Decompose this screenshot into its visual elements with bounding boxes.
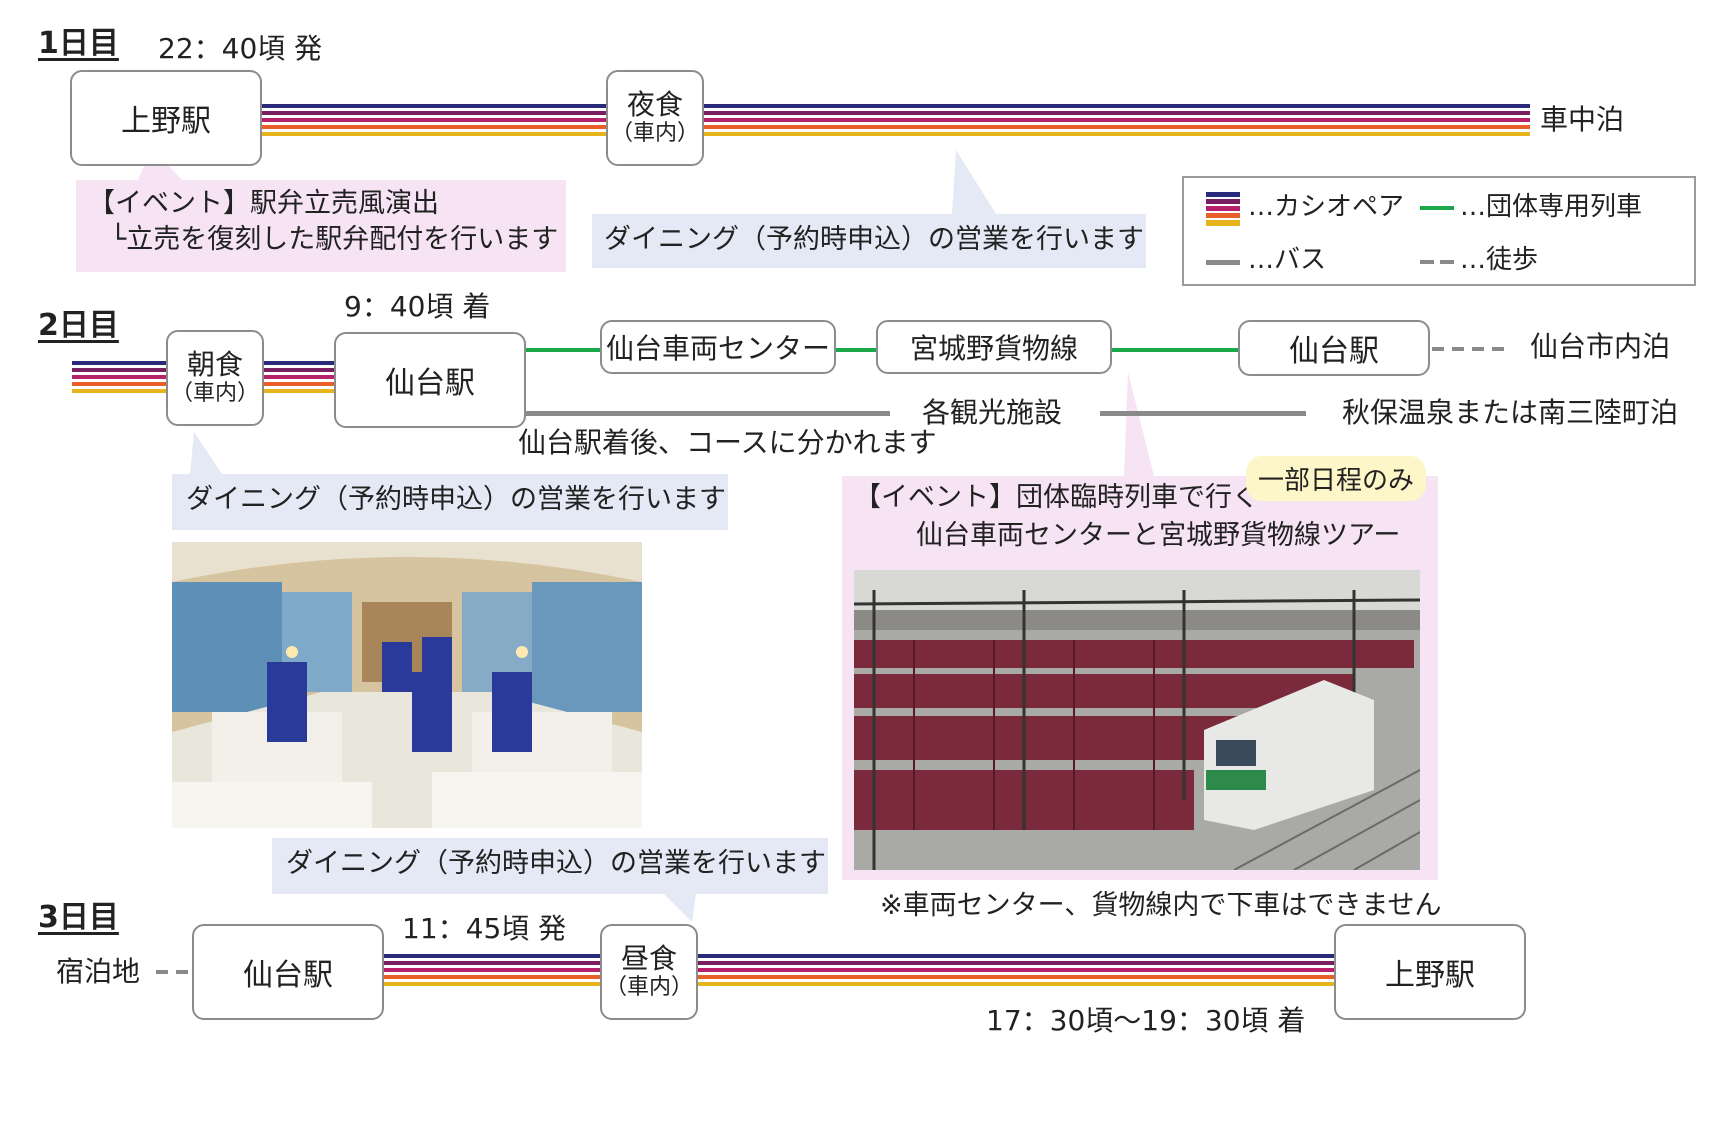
legend-walk-swatch — [1420, 260, 1456, 264]
meal-sub: （車内） — [170, 381, 259, 407]
sightseeing-label: 各観光施設 — [922, 396, 1063, 429]
freight-yard-illustration — [854, 570, 1420, 870]
no-alighting-notice: ※車両センター、貨物線内で下車はできません — [880, 890, 1442, 921]
dining-callout-day2: ダイニング（予約時申込）の営業を行います — [172, 474, 728, 530]
sendai-depot-box: 仙台車両センター — [600, 320, 836, 374]
some-dates-only-tag: 一部日程のみ — [1246, 456, 1427, 501]
meal-sub: （車内） — [610, 121, 699, 147]
day3-label: 3日目 — [38, 900, 119, 935]
event-line1: 【イベント】団体臨時列車で行く — [854, 482, 1259, 513]
walk-route-day2 — [1432, 347, 1506, 351]
legend-charter-swatch — [1420, 206, 1454, 210]
meal-sub: （車内） — [604, 975, 693, 1001]
day1-depart-time: 22：40頃 発 — [158, 32, 323, 65]
day2-arrive-time: 9：40頃 着 — [344, 290, 491, 323]
overnight-label: 車中泊 — [1540, 103, 1625, 136]
legend: …カシオペア …団体専用列車 …バス …徒歩 — [1182, 176, 1696, 286]
meal-box-breakfast: 朝食 （車内） — [166, 330, 264, 426]
event-callout-day1: 【イベント】駅弁立売風演出 └立売を復刻した駅弁配付を行います — [76, 180, 566, 272]
legend-cassiopeia-label: …カシオペア — [1248, 192, 1405, 222]
meal-title: 朝食 — [186, 348, 243, 382]
course-split-note: 仙台駅着後、コースに分かれます — [518, 426, 937, 459]
cassiopeia-route-day1 — [262, 104, 1530, 136]
station-ueno-day1: 上野駅 — [70, 70, 262, 166]
miyagino-freight-line-box: 宮城野貨物線 — [876, 320, 1112, 374]
legend-bus-swatch — [1206, 260, 1240, 265]
day3-arrive-time: 17：30頃～19：30頃 着 — [986, 1004, 1306, 1037]
meal-box-lunch: 昼食 （車内） — [600, 924, 698, 1020]
event-callout-tail — [1124, 372, 1154, 476]
meal-box-night-snack: 夜食 （車内） — [606, 70, 704, 166]
dining-car-illustration — [172, 542, 642, 828]
dining-car-photo — [172, 542, 642, 828]
stay-akiu-minamisanriku: 秋保温泉または南三陸町泊 — [1342, 396, 1679, 429]
dining-callout-day3: ダイニング（予約時申込）の営業を行います — [272, 838, 828, 894]
station-sendai-day3: 仙台駅 — [192, 924, 384, 1020]
walk-route-day3 — [156, 970, 190, 974]
station-sendai-day2-return: 仙台駅 — [1238, 320, 1430, 376]
event-line1: 【イベント】駅弁立売風演出 — [88, 188, 439, 219]
event-line2: 仙台車両センターと宮城野貨物線ツアー — [916, 520, 1401, 551]
station-ueno-day3: 上野駅 — [1334, 924, 1526, 1020]
day2-label: 2日目 — [38, 308, 119, 343]
legend-charter-label: …団体専用列車 — [1460, 192, 1643, 222]
legend-walk-label: …徒歩 — [1460, 245, 1539, 275]
event-line2: └立売を復刻した駅弁配付を行います — [110, 224, 559, 256]
legend-cassiopeia-swatch — [1206, 192, 1240, 226]
bus-route-2 — [1100, 411, 1306, 416]
day1-label: 1日目 — [38, 26, 119, 61]
station-sendai-day2: 仙台駅 — [334, 332, 526, 428]
origin-lodging: 宿泊地 — [56, 955, 141, 988]
day3-depart-time: 11：45頃 発 — [402, 912, 567, 945]
dining-callout-tail — [952, 150, 996, 214]
stay-sendai-city: 仙台市内泊 — [1530, 330, 1671, 363]
legend-bus-label: …バス — [1248, 245, 1327, 275]
meal-title: 昼食 — [620, 942, 677, 976]
event-callout-day2: 【イベント】団体臨時列車で行く 仙台車両センターと宮城野貨物線ツアー — [842, 476, 1438, 880]
bus-route-1 — [526, 411, 890, 416]
cassiopeia-route-day3 — [384, 954, 1394, 986]
meal-title: 夜食 — [626, 88, 683, 122]
dining-callout-tail — [190, 432, 222, 474]
freight-yard-photo — [854, 570, 1420, 870]
dining-callout-tail — [664, 894, 696, 922]
dining-callout-day1: ダイニング（予約時申込）の営業を行います — [592, 214, 1146, 268]
